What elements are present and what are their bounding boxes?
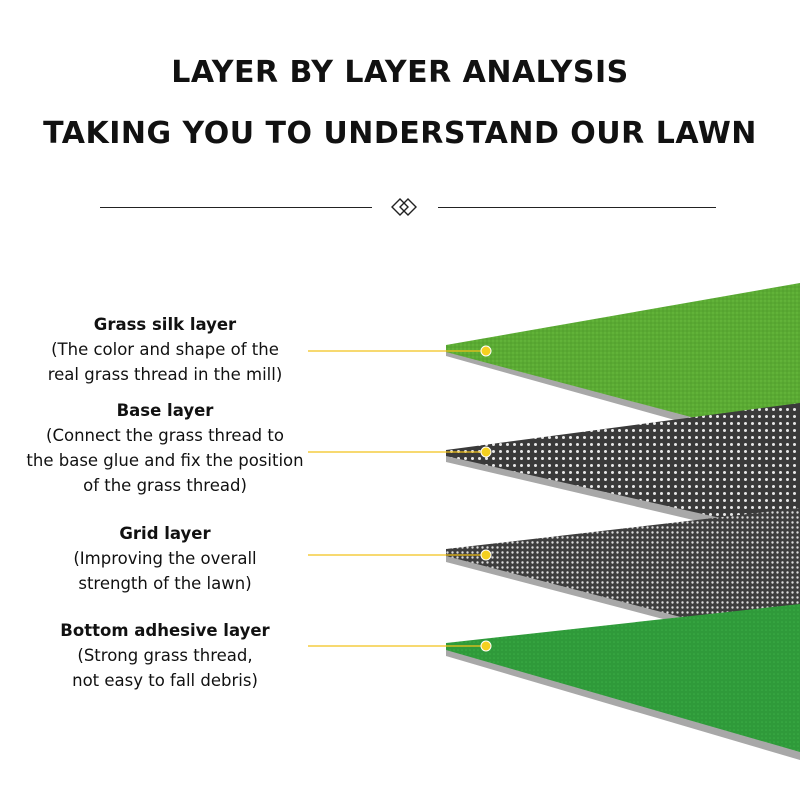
leader-grass-silk [308,345,492,357]
layer-description-line: the base glue and fix the position [26,451,304,470]
base-layer-slab [446,403,800,545]
leader-bottom-adhesive [308,640,492,652]
layer-description-line: (The color and shape of the [51,340,279,359]
divider-left [100,207,372,208]
grass-silk-slab [446,283,800,455]
layer-description-line: real grass thread in the mill) [47,365,283,384]
label-grass-silk-layer: Grass silk layer (The color and shape of… [0,312,330,387]
label-base-layer: Base layer (Connect the grass thread to … [0,398,330,498]
layer-description-line: (Strong grass thread, [77,646,253,665]
bottom-adhesive-slab [446,604,800,760]
leader-grid-layer [308,549,492,561]
layer-title: Grass silk layer [93,315,237,334]
label-grid-layer: Grid layer (Improving the overall streng… [0,521,330,596]
page-title: LAYER BY LAYER ANALYSIS [171,55,629,90]
layer-description-line: of the grass thread) [83,476,247,495]
leader-base-layer [308,446,492,458]
layer-description-line: (Improving the overall [73,549,257,568]
page-subtitle: TAKING YOU TO UNDERSTAND OUR LAWN [43,116,757,151]
layer-title: Bottom adhesive layer [60,621,270,640]
layer-description-line: (Connect the grass thread to [46,426,284,445]
label-bottom-adhesive-layer: Bottom adhesive layer (Strong grass thre… [0,618,330,693]
layer-title: Grid layer [119,524,211,543]
divider-right [438,207,716,208]
layer-title: Base layer [116,401,214,420]
diamond-ornament-icon [391,198,417,216]
layer-description-line: not easy to fall debris) [72,671,258,690]
layer-description-line: strength of the lawn) [78,574,252,593]
